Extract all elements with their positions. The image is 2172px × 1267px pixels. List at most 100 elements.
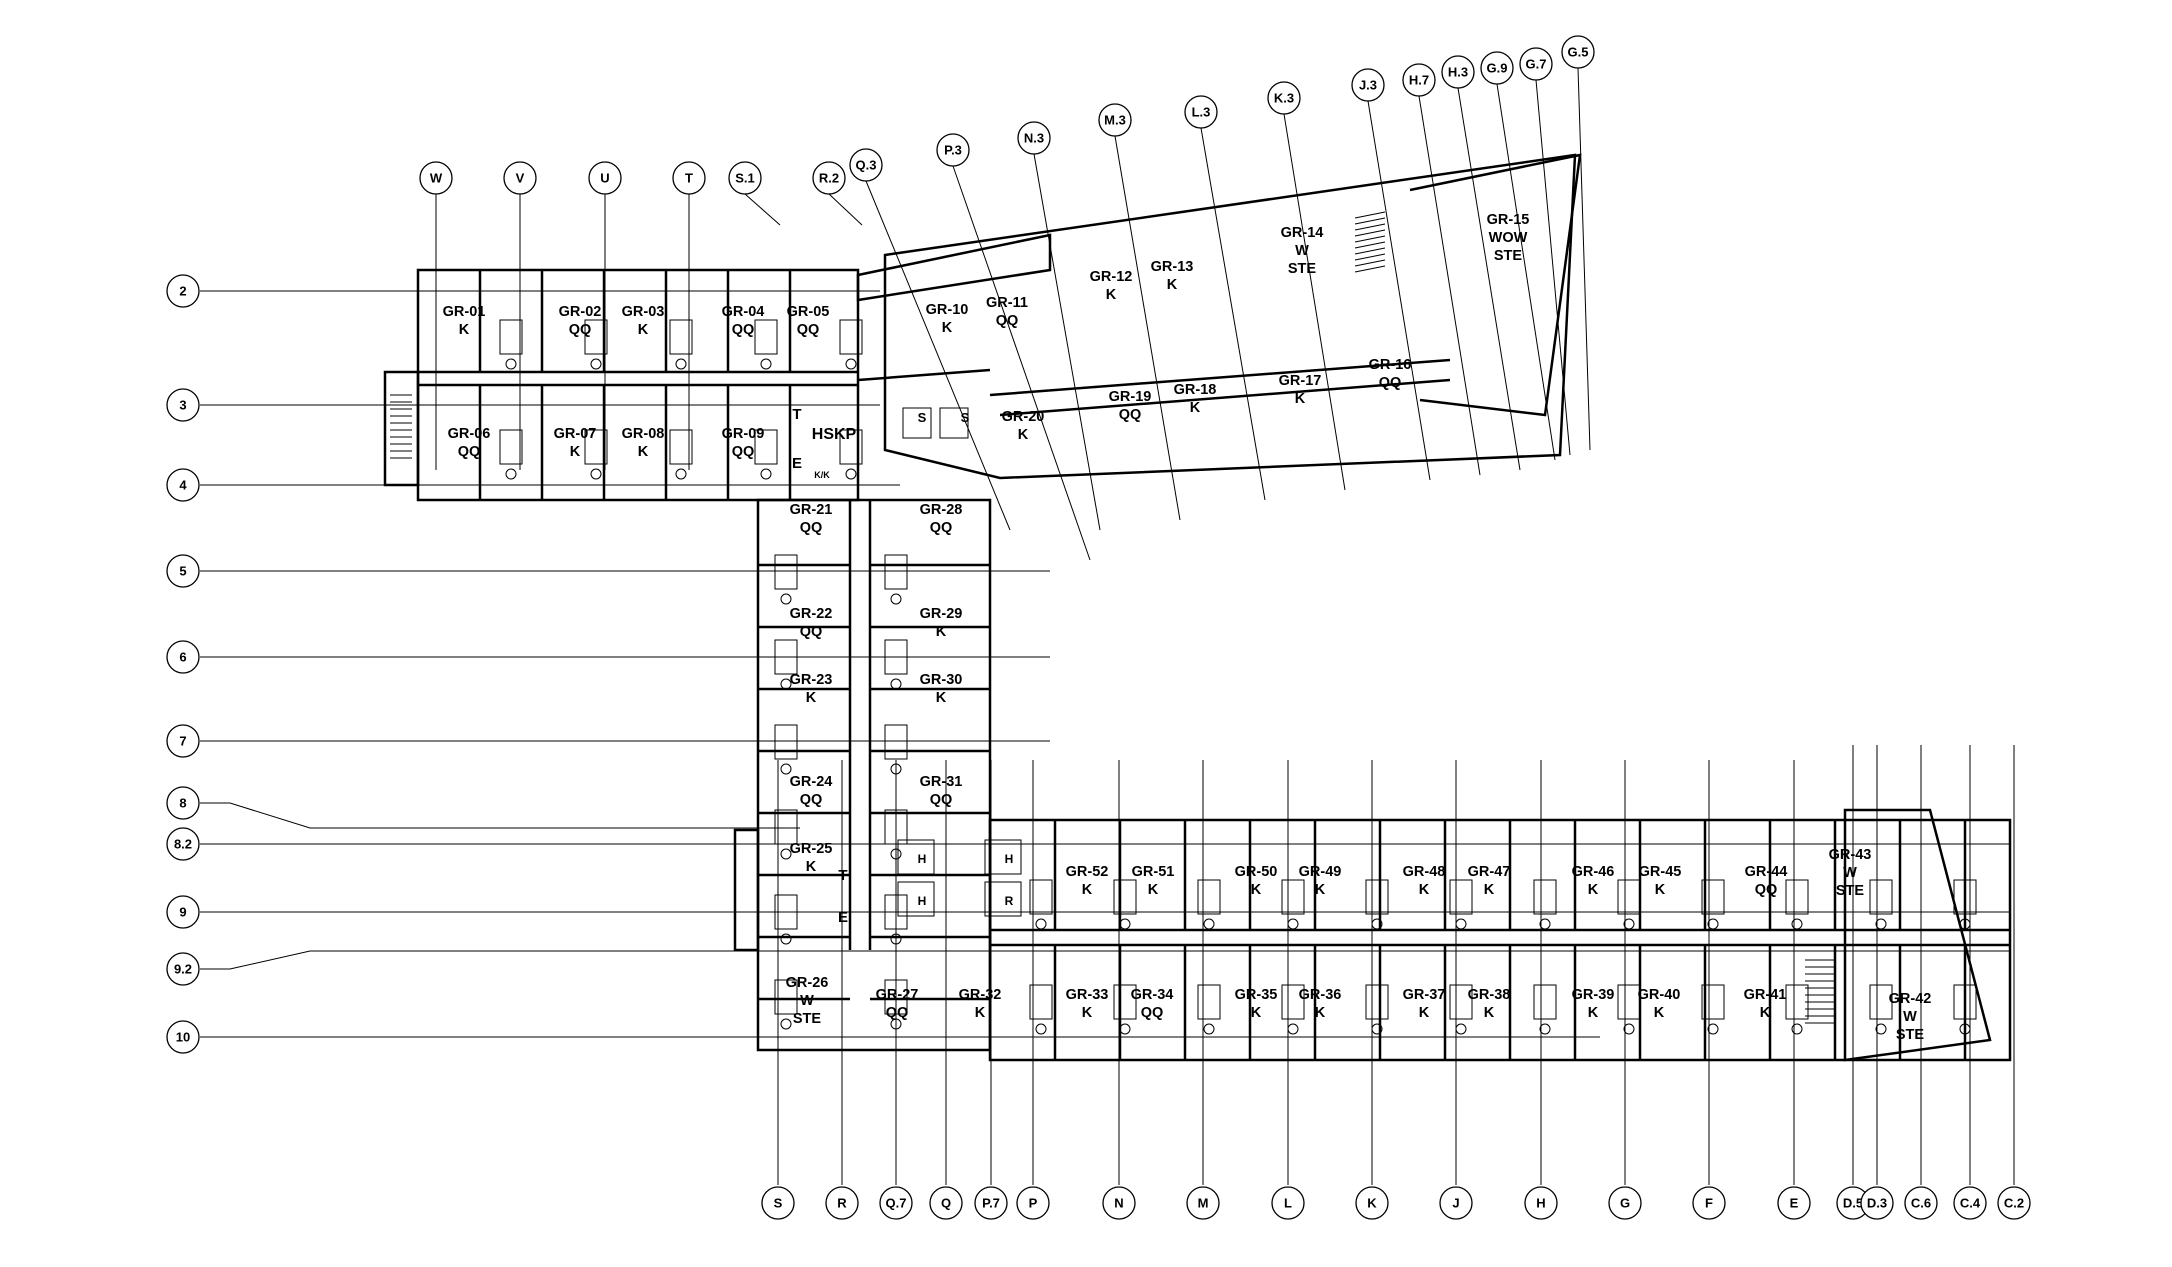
room-label: K: [806, 859, 817, 875]
room-label: GR-08: [622, 426, 665, 442]
gridline: [1114, 135, 1181, 521]
stair-tread: [1354, 241, 1386, 249]
room-label: GR-34: [1131, 987, 1174, 1003]
grid-bubble-label: C.6: [1911, 1196, 1931, 1211]
grid-bubble-label: 10: [176, 1030, 190, 1045]
room-label: GR-26: [786, 975, 829, 991]
grid-column-bubble: S: [761, 1186, 795, 1220]
grid-bubble-circle: [503, 161, 537, 195]
room-label: GR-21: [790, 502, 833, 518]
room-label: GR-18: [1174, 382, 1217, 398]
room-label: K: [1760, 1005, 1771, 1021]
room-label: K: [1018, 427, 1029, 443]
grid-bubble-circle: [166, 827, 200, 861]
room-label: GR-46: [1572, 864, 1615, 880]
gridline: [1457, 87, 1521, 471]
grid-column-bubble: J: [1439, 1186, 1473, 1220]
grid-bubble-label: S: [774, 1196, 783, 1211]
grid-bubble-circle: [812, 161, 846, 195]
room-label: GR-10: [926, 302, 969, 318]
bath-fixture: [1617, 984, 1641, 1020]
bath-fixture: [884, 554, 908, 590]
bath-fixture: [774, 724, 798, 760]
grid-bubble-circle: [1351, 68, 1385, 102]
grid-bubble-label: J: [1452, 1196, 1459, 1211]
grid-column-bubble: U: [588, 161, 622, 195]
grid-bubble-circle: [1519, 47, 1553, 81]
room-label: K: [975, 1005, 986, 1021]
stair-tread: [1354, 259, 1386, 267]
room-label: GR-07: [554, 426, 597, 442]
grid-bubble-label: G.7: [1526, 57, 1547, 72]
service-label: S: [918, 410, 927, 425]
grid-column-bubble: R: [825, 1186, 859, 1220]
bath-fixture: [1701, 984, 1725, 1020]
room-label: K: [1484, 1005, 1495, 1021]
toilet-fixture: [890, 1018, 902, 1030]
grid-bubble-circle: [1102, 1186, 1136, 1220]
grid-bubble-label: M: [1198, 1196, 1209, 1211]
grid-column-bubble: N.3: [1017, 121, 1051, 155]
stair-tread: [1354, 211, 1386, 219]
corridor-wall: [857, 368, 991, 382]
room-label: STE: [1494, 248, 1523, 264]
grid-column-bubble: G.5: [1561, 35, 1595, 69]
room-label: K: [1167, 277, 1178, 293]
stair-tread: [1354, 235, 1386, 243]
service-label: H: [1005, 852, 1014, 866]
room-label: GR-44: [1745, 864, 1788, 880]
grid-column-bubble: L.3: [1184, 95, 1218, 129]
grid-bubble-label: H.3: [1448, 65, 1468, 80]
bath-fixture: [1281, 879, 1305, 915]
toilet-fixture: [1371, 1023, 1383, 1035]
room-label: K: [1655, 882, 1666, 898]
grid-bubble-label: N: [1114, 1196, 1123, 1211]
grid-column-bubble: H: [1524, 1186, 1558, 1220]
grid-bubble-circle: [1017, 121, 1051, 155]
fixtures: [390, 211, 1977, 1035]
grid-bubble-circle: [849, 148, 883, 182]
elevator-car: [984, 881, 1022, 917]
grid-bubble-label: G.5: [1568, 45, 1589, 60]
grid-bubble-label: 3: [179, 398, 186, 413]
room-label: K: [942, 320, 953, 336]
walls: [383, 153, 2012, 1062]
toilet-fixture: [780, 933, 792, 945]
room-label: K: [1148, 882, 1159, 898]
toilet-fixture: [1455, 918, 1467, 930]
toilet-fixture: [1371, 918, 1383, 930]
service-label: H: [918, 894, 927, 908]
toilet-fixture: [590, 358, 602, 370]
grid-bubble-label: K: [1367, 1196, 1377, 1211]
grid-bubble-circle: [166, 786, 200, 820]
room-label: GR-05: [787, 304, 830, 320]
bath-fixture: [1113, 984, 1137, 1020]
grid-bubble-circle: [879, 1186, 913, 1220]
grid-column-bubble: G.7: [1519, 47, 1553, 81]
gridlines: [200, 67, 2015, 1185]
bath-fixture: [1533, 879, 1557, 915]
grid-bubble-label: N.3: [1024, 131, 1044, 146]
grid-bubble-label: W: [430, 171, 443, 186]
room-label: W: [1843, 865, 1857, 881]
room-label: K: [638, 322, 649, 338]
gridline: [1033, 153, 1101, 531]
grid-column-bubble: C.4: [1953, 1186, 1987, 1220]
room-label: K: [1295, 391, 1306, 407]
room-label: K: [459, 322, 470, 338]
grid-bubble-circle: [1271, 1186, 1305, 1220]
toilet-fixture: [780, 1018, 792, 1030]
room-label: K: [638, 444, 649, 460]
grid-bubble-circle: [166, 468, 200, 502]
room-label: GR-49: [1299, 864, 1342, 880]
toilet-fixture: [890, 678, 902, 690]
room-label: GR-20: [1002, 409, 1045, 425]
room-label: GR-14: [1281, 225, 1324, 241]
grid-column-bubble: K: [1355, 1186, 1389, 1220]
toilet-fixture: [780, 678, 792, 690]
room-label: W: [800, 993, 814, 1009]
grid-bubble-circle: [1439, 1186, 1473, 1220]
service-label: E: [838, 909, 848, 926]
grid-bubble-circle: [166, 388, 200, 422]
toilet-fixture: [1035, 1023, 1047, 1035]
